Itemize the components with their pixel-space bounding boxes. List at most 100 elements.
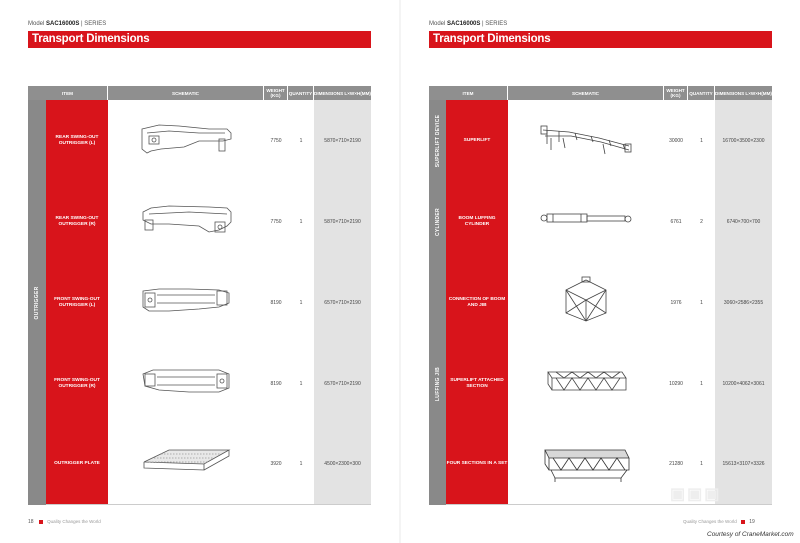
schematic-front-outrigger-r (108, 343, 265, 424)
dimensions: 6740×700×700 (715, 181, 773, 262)
model-name: SAC16000S (46, 21, 80, 27)
model-line: Model SAC16000S | SERIES (28, 21, 106, 27)
quantity: 1 (688, 424, 716, 505)
weight: 6761 (664, 181, 689, 262)
weight: 8190 (264, 262, 289, 343)
schematic-superlift (508, 100, 665, 181)
table-row: LUFFING JIB CONNECTION OF BOOM AND JIB 1… (429, 262, 773, 505)
page-title: Transport Dimensions (429, 31, 772, 48)
schematic-boom-jib-connection (508, 262, 665, 343)
table-row: SUPERLIFT DEVICE SUPERLIFT 30000 1 16700… (429, 100, 773, 181)
weight: 7750 (264, 100, 289, 181)
schematic-front-outrigger-l (108, 262, 265, 343)
header-schematic: SCHEMATIC (508, 86, 665, 100)
quantity: 1 (288, 181, 315, 262)
quantity: 1 (288, 343, 315, 424)
cylinder-schematic-icon (540, 213, 631, 223)
dimensions: 6570×710×2190 (314, 343, 372, 424)
group-cylinder: CYLINDER (429, 181, 446, 262)
outrigger-schematic-icon (142, 205, 231, 233)
model-prefix: Model (429, 21, 446, 27)
schematic-superlift-attached-section (508, 343, 665, 424)
quantity: 1 (288, 262, 315, 343)
weight: 3920 (264, 424, 289, 505)
item-name: REAR SWING-OUT OUTRIGGER (L) (46, 100, 109, 181)
model-suffix: | SERIES (482, 21, 508, 27)
courtesy-credit: Courtesy of CraneMarket.com (707, 531, 794, 538)
dimensions: 16700×3500×2300 (715, 100, 773, 181)
outrigger-schematic-icon (141, 124, 231, 154)
item-name: OUTRIGGER PLATE (46, 424, 109, 505)
quantity: 2 (688, 181, 716, 262)
footer-text: Quality Changes the World (47, 519, 101, 524)
dimensions: 5870×710×2190 (314, 100, 372, 181)
table-row: FRONT SWING-OUT OUTRIGGER (R) 8190 1 657… (28, 343, 372, 424)
table-header: ITEM SCHEMATIC WEIGHT (KG) QUANTITY DIME… (28, 86, 372, 100)
item-name: BOOM LUFFING CYLINDER (446, 181, 509, 262)
model-name: SAC16000S (447, 21, 481, 27)
quantity: 1 (688, 262, 716, 343)
model-suffix: | SERIES (81, 21, 107, 27)
footer: 18 Quality Changes the World (28, 519, 101, 525)
header-schematic: SCHEMATIC (108, 86, 265, 100)
weight: 7750 (264, 181, 289, 262)
page-number: 19 (749, 519, 755, 525)
header-quantity: QUANTITY (688, 86, 716, 100)
page-title: Transport Dimensions (28, 31, 371, 48)
table-header: ITEM SCHEMATIC WEIGHT (KG) QUANTITY DIME… (429, 86, 773, 100)
model-line: Model SAC16000S | SERIES (429, 21, 507, 27)
header-weight: WEIGHT (KG) (664, 86, 689, 100)
header-dimensions: DIMENSIONS L×W×H(MM) (715, 86, 773, 100)
item-name: CONNECTION OF BOOM AND JIB (446, 262, 509, 343)
schematic-four-sections (508, 424, 665, 505)
dimensions: 10200×4062×3061 (715, 343, 773, 424)
model-prefix: Model (28, 21, 45, 27)
right-page: Model SAC16000S | SERIES Transport Dimen… (400, 0, 800, 543)
header-dimensions: DIMENSIONS L×W×H(MM) (314, 86, 372, 100)
left-page: Model SAC16000S | SERIES Transport Dimen… (28, 21, 372, 525)
item-name: FRONT SWING-OUT OUTRIGGER (L) (46, 262, 109, 343)
schematic-luffing-cylinder (508, 181, 665, 262)
table-row: SUPERLIFT ATTACHED SECTION 10290 1 10200… (429, 343, 773, 424)
header-item: ITEM (429, 86, 509, 100)
dimensions: 5870×710×2190 (314, 181, 372, 262)
dimensions: 15613×3107×3326 (715, 424, 773, 505)
table-row: FOUR SECTIONS IN A SET 21280 1 15613×310… (429, 424, 773, 505)
nested-sections-schematic-icon (544, 449, 630, 482)
quantity: 1 (688, 343, 716, 424)
superlift-schematic-icon (540, 125, 631, 155)
quantity: 1 (288, 100, 315, 181)
weight: 8190 (264, 343, 289, 424)
table-row: OUTRIGGER PLATE 3920 1 4500×2300×300 (28, 424, 372, 505)
schematic-outrigger-plate (108, 424, 265, 505)
header-item: ITEM (28, 86, 109, 100)
watermark-logo-icon: ▣▣▣ (670, 486, 722, 503)
weight: 21280 (664, 424, 689, 505)
group-outrigger: OUTRIGGER (28, 100, 46, 505)
schematic-rear-outrigger-r (108, 181, 265, 262)
weight: 1976 (664, 262, 689, 343)
transport-table: ITEM SCHEMATIC WEIGHT (KG) QUANTITY DIME… (429, 86, 773, 505)
item-name: FOUR SECTIONS IN A SET (446, 424, 509, 505)
header-quantity: QUANTITY (288, 86, 315, 100)
table-row: CYLINDER BOOM LUFFING CYLINDER 6761 2 67… (429, 181, 773, 262)
group-luffing-jib: LUFFING JIB (429, 262, 446, 505)
item-name: SUPERLIFT ATTACHED SECTION (446, 343, 509, 424)
group-superlift-device: SUPERLIFT DEVICE (429, 100, 446, 181)
footer-text: Quality Changes the World (683, 519, 737, 524)
quantity: 1 (288, 424, 315, 505)
dimensions: 3060×2586×2355 (715, 262, 773, 343)
outrigger-schematic-icon (142, 369, 229, 393)
item-name: FRONT SWING-OUT OUTRIGGER (R) (46, 343, 109, 424)
lattice-section-schematic-icon (546, 371, 627, 391)
outrigger-schematic-icon (142, 288, 229, 312)
table-row: REAR SWING-OUT OUTRIGGER (R) 7750 1 5870… (28, 181, 372, 262)
header-weight: WEIGHT (KG) (264, 86, 289, 100)
footer-square-icon (38, 519, 43, 524)
table-row: OUTRIGGER REAR SWING-OUT OUTRIGGER (L) 7… (28, 100, 372, 505)
item-name: SUPERLIFT (446, 100, 509, 181)
weight: 10290 (664, 343, 689, 424)
item-name: REAR SWING-OUT OUTRIGGER (R) (46, 181, 109, 262)
plate-schematic-icon (143, 449, 231, 470)
page-number: 18 (28, 519, 34, 525)
